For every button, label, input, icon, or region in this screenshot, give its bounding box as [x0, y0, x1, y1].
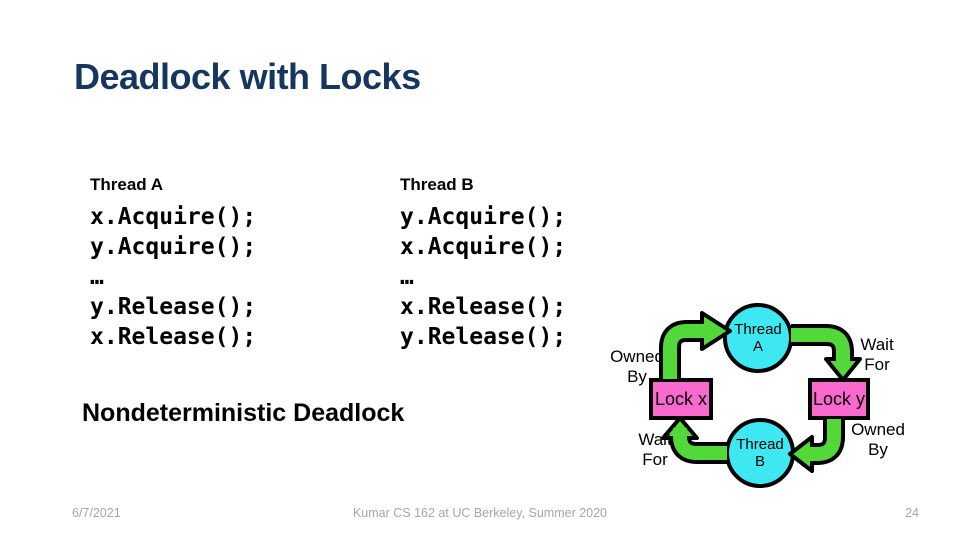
nondeterministic-deadlock-caption: Nondeterministic Deadlock	[82, 399, 405, 427]
arrow-threadb-to-lockx	[661, 416, 727, 464]
code-line: …	[400, 264, 414, 290]
owned-by-top-label: Owned By	[597, 347, 677, 387]
wait-for-top-label: Wait For	[837, 335, 917, 375]
arrow-lockx-to-threada	[659, 311, 732, 379]
footer-page-number: 24	[905, 506, 919, 520]
code-line: y.Release();	[90, 294, 257, 320]
code-line: y.Acquire();	[400, 204, 567, 230]
owned-by-bottom-line1: Owned	[851, 420, 905, 439]
arrow-threada-to-locky	[791, 324, 862, 382]
owned-by-bottom-label: Owned By	[838, 420, 918, 460]
code-line: y.Release();	[400, 324, 567, 350]
code-line: y.Acquire();	[90, 234, 257, 260]
slide-title: Deadlock with Locks	[74, 56, 421, 97]
wait-for-top-line1: Wait	[860, 335, 894, 354]
footer-date: 6/7/2021	[72, 506, 121, 520]
thread-a-code-block: Thread A x.Acquire(); y.Acquire(); … y.R…	[90, 174, 256, 352]
thread-b-label-line2: B	[754, 453, 765, 470]
lock-y-label: Lock y	[812, 388, 866, 409]
code-line: x.Acquire();	[90, 204, 257, 230]
arrow-locky-to-threadb	[788, 419, 845, 473]
thread-a-label-line1: Thread	[734, 321, 782, 338]
owned-by-top-line1: Owned	[610, 347, 664, 366]
owned-by-bottom-line2: By	[868, 440, 888, 459]
wait-for-top-line2: For	[864, 355, 890, 374]
lock-y-box	[808, 378, 870, 420]
thread-b-node-label: Thread B	[725, 418, 795, 488]
wait-for-bottom-label: Wait For	[615, 430, 695, 470]
thread-b-code-block: Thread B y.Acquire(); x.Acquire(); … x.R…	[400, 174, 566, 352]
code-line: x.Release();	[400, 294, 567, 320]
lock-x-label: Lock x	[654, 388, 708, 409]
wait-for-bottom-line2: For	[642, 450, 668, 469]
thread-a-heading: Thread A	[90, 175, 164, 194]
footer-course: Kumar CS 162 at UC Berkeley, Summer 2020	[352, 506, 608, 520]
thread-b-label-line1: Thread	[736, 436, 784, 453]
deadlock-cycle-graphic	[649, 303, 870, 488]
thread-a-node-label: Thread A	[723, 303, 793, 373]
thread-b-heading: Thread B	[400, 175, 474, 194]
wait-for-bottom-line1: Wait	[638, 430, 672, 449]
code-line: x.Acquire();	[400, 234, 567, 260]
deadlock-cycle-diagram: Thread A Thread B Lock x Lock y Owned By…	[590, 280, 960, 495]
code-line: …	[90, 264, 104, 290]
thread-a-label-line2: A	[752, 338, 763, 355]
code-line: x.Release();	[90, 324, 257, 350]
owned-by-top-line2: By	[627, 367, 647, 386]
